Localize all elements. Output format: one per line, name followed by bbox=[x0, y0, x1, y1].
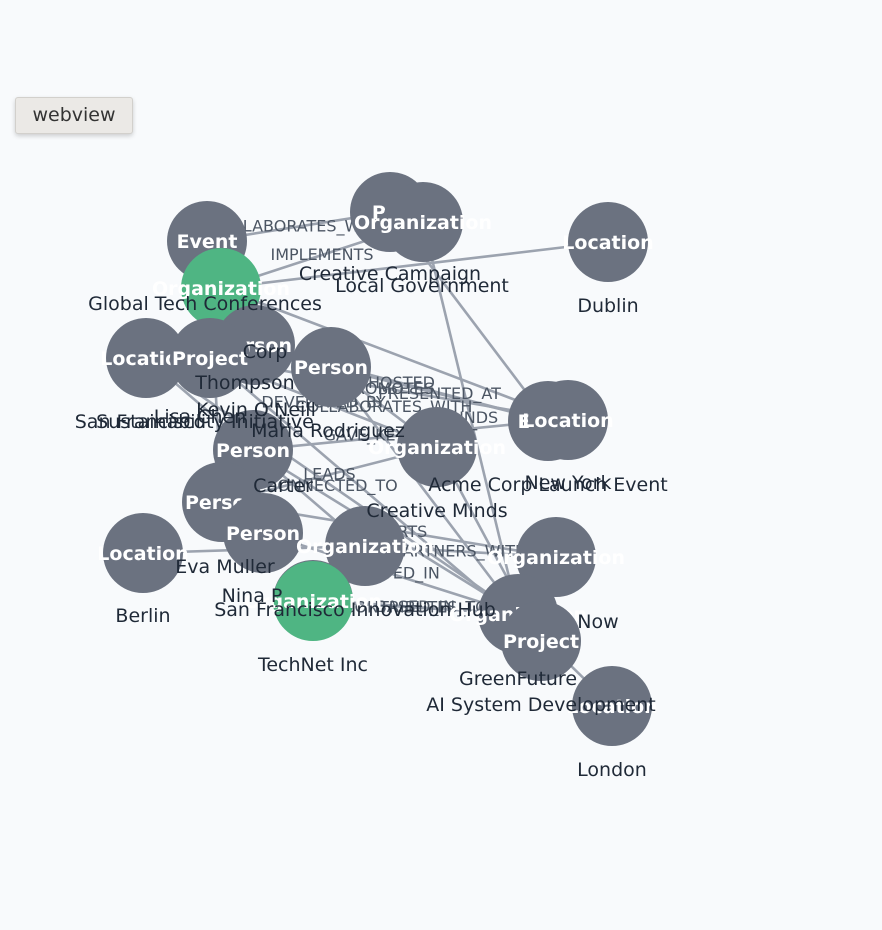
edge-label: COLLABORATES_WITH bbox=[210, 217, 387, 237]
node-type-label: Location bbox=[566, 696, 657, 718]
node-circle[interactable] bbox=[103, 513, 183, 593]
edge-label: PRESENTED_AT bbox=[378, 384, 501, 404]
node-name-label: Berlin bbox=[115, 605, 170, 627]
node-name-label: New York bbox=[524, 472, 611, 494]
node-name-label: Lisa Chen bbox=[154, 406, 247, 428]
node-type-label: Location bbox=[562, 232, 653, 254]
node-circle[interactable] bbox=[325, 506, 405, 586]
node-loc-london[interactable]: Location bbox=[566, 666, 658, 746]
edge-label: CONNECTED_TO bbox=[266, 476, 398, 496]
node-org-creative[interactable]: Organization bbox=[368, 407, 506, 487]
node-type-label: Person bbox=[294, 357, 368, 379]
node-loc-ny[interactable]: Location bbox=[522, 380, 614, 460]
node-person-maria[interactable]: Person bbox=[291, 327, 371, 407]
node-circle[interactable] bbox=[397, 407, 477, 487]
webview-button[interactable]: webview bbox=[15, 97, 133, 134]
node-name-label: San Francisco Innovation Hub bbox=[214, 599, 496, 621]
node-circle[interactable] bbox=[223, 493, 303, 573]
edge-label: BASED_IN bbox=[376, 597, 455, 617]
node-proj-sust[interactable]: Project bbox=[170, 318, 250, 398]
node-name-label: AI System Development bbox=[426, 694, 655, 716]
node-type-label: Person bbox=[216, 440, 290, 462]
node-name-label: Kevin O'Neill bbox=[196, 399, 316, 421]
node-circle[interactable] bbox=[106, 318, 186, 398]
node-type-label: Organization bbox=[354, 212, 492, 234]
node-name-label: Nina P bbox=[222, 585, 283, 607]
node-circle[interactable] bbox=[516, 517, 596, 597]
node-org-sfi[interactable]: Organization bbox=[296, 506, 434, 586]
node-type-label: Organization bbox=[152, 278, 290, 300]
edge-label: PARTNERS_WITH bbox=[394, 542, 527, 562]
node-name-label: Local Government bbox=[335, 275, 509, 297]
node-type-label: Person bbox=[226, 523, 300, 545]
node-name-label: Acme Corp Launch Event bbox=[428, 474, 667, 496]
node-name-label: Global Tech Conferences bbox=[88, 293, 322, 315]
node-org-top[interactable]: Organization bbox=[354, 182, 492, 262]
node-name-label: Eva Muller bbox=[175, 556, 275, 578]
node-name-label: TechNet Inc bbox=[257, 654, 368, 676]
node-name-label: Carter bbox=[253, 475, 313, 497]
node-circle[interactable] bbox=[572, 666, 652, 746]
node-name-label: London bbox=[577, 759, 647, 781]
edge-n_person_maria-n_org_greenfuture bbox=[329, 366, 520, 615]
edge-n_org_green1-n_loc_dublin bbox=[220, 240, 609, 290]
node-org-now[interactable]: Organization bbox=[487, 517, 625, 597]
node-loc-sf[interactable]: Location bbox=[100, 318, 192, 398]
node-name-label: Now bbox=[577, 611, 618, 633]
node-type-label: Organization bbox=[368, 437, 506, 459]
node-circle[interactable] bbox=[170, 318, 250, 398]
node-circle[interactable] bbox=[528, 380, 608, 460]
node-type-label: Organization bbox=[296, 536, 434, 558]
node-name-label: Maria Rodriguez bbox=[251, 420, 405, 442]
node-type-label: Location bbox=[97, 543, 188, 565]
node-circle[interactable] bbox=[273, 561, 353, 641]
node-type-label: Organization bbox=[487, 547, 625, 569]
node-circle[interactable] bbox=[501, 601, 581, 681]
edge-n_loc_sf-n_org_greenfuture bbox=[145, 356, 519, 616]
node-name-label: Creative Campaign bbox=[299, 263, 481, 285]
node-type-label: Location bbox=[522, 410, 613, 432]
edge-label: IMPLEMENTS bbox=[270, 245, 373, 264]
node-type-label: Project bbox=[503, 631, 579, 653]
node-name-label: Thompson bbox=[194, 372, 294, 394]
node-type-label: Project bbox=[172, 348, 248, 370]
node-type-label: Event bbox=[177, 231, 238, 253]
node-loc-dublin[interactable]: Location bbox=[562, 202, 654, 282]
node-name-label: Creative Minds bbox=[366, 500, 507, 522]
node-circle[interactable] bbox=[568, 202, 648, 282]
node-name-label: San Francisco bbox=[75, 411, 206, 433]
node-loc-berlin[interactable]: Location bbox=[97, 513, 189, 593]
node-name-label: Corp bbox=[243, 341, 288, 363]
node-org-technet[interactable]: Organization bbox=[244, 561, 382, 641]
node-name-label: GreenFuture bbox=[459, 668, 577, 690]
node-proj-ai[interactable]: Project bbox=[501, 601, 581, 681]
node-name-label: Dublin bbox=[577, 295, 638, 317]
node-type-label: Organization bbox=[244, 591, 382, 613]
node-circle[interactable] bbox=[291, 327, 371, 407]
edge-label: CONTRIBUTES_TO bbox=[343, 598, 487, 618]
node-layer: ProOrganizationEventOrganizationLocation… bbox=[75, 172, 668, 781]
edge-label: LEADS bbox=[303, 465, 355, 484]
node-name-label: Sustainability Initiative bbox=[96, 411, 314, 433]
node-circle[interactable] bbox=[383, 182, 463, 262]
edge-label: HOSTED bbox=[368, 373, 435, 392]
node-type-label: Location bbox=[100, 348, 191, 370]
node-person-eva[interactable]: Person bbox=[223, 493, 303, 573]
edge-n_loc_ny-n_org_green1 bbox=[220, 286, 569, 422]
